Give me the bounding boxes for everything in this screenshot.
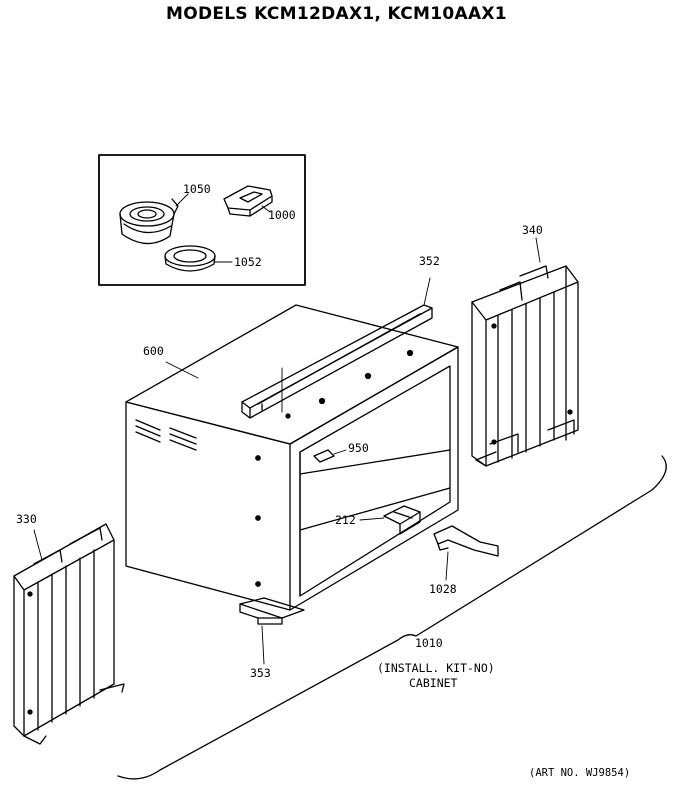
label-950: 950 [348, 441, 369, 455]
label-212: 212 [335, 513, 356, 527]
part-340-side-panel-right [471, 237, 579, 467]
part-1010-kit-outline [117, 455, 667, 780]
part-212-bracket [359, 505, 421, 535]
part-1052-gasket [164, 245, 233, 272]
kit-note-line1: (INSTALL. KIT-NO) [377, 661, 495, 675]
label-1028: 1028 [429, 582, 457, 596]
part-1028-clip [433, 525, 499, 581]
models-title: MODELS KCM12DAX1, KCM10AAX1 [166, 4, 507, 24]
part-1000-clip [223, 185, 273, 217]
kit-note-line2: CABINET [409, 676, 458, 690]
label-1052: 1052 [234, 255, 262, 269]
part-1050-seal [119, 193, 189, 245]
label-1000: 1000 [268, 208, 296, 222]
part-353-bottom-rail [239, 597, 305, 665]
part-950-fastener [313, 449, 347, 463]
label-353: 353 [250, 666, 271, 680]
part-600-cabinet [125, 304, 459, 611]
art-number: (ART NO. WJ9854) [529, 767, 631, 779]
part-352-top-rail [241, 277, 433, 419]
label-600: 600 [143, 344, 164, 358]
label-1050: 1050 [183, 182, 211, 196]
label-340: 340 [522, 223, 543, 237]
label-352: 352 [419, 254, 440, 268]
part-330-side-panel-left [13, 523, 125, 745]
label-1010: 1010 [415, 636, 443, 650]
inset-box [98, 154, 306, 286]
label-330: 330 [16, 512, 37, 526]
